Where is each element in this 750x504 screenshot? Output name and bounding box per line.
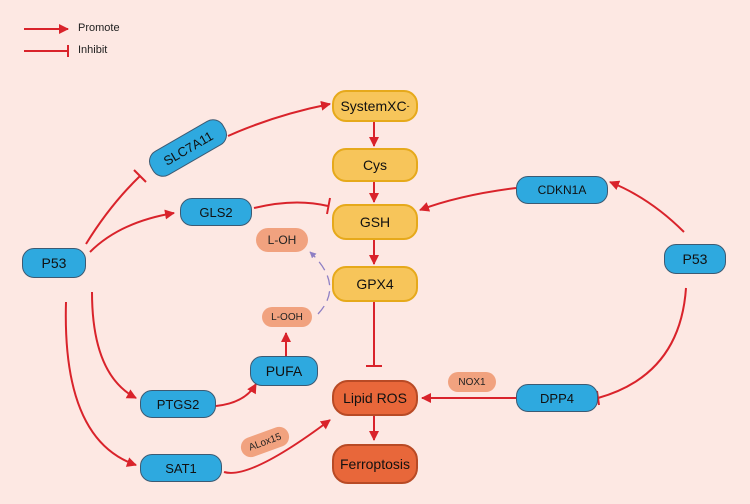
edge-p53-gls2 xyxy=(89,209,175,253)
edge-slc7a11-systemxc xyxy=(227,100,331,137)
node-p53-left: P53 xyxy=(22,248,86,278)
node-l-oh: L-OH xyxy=(256,228,308,252)
node-gls2-label: GLS2 xyxy=(199,204,233,220)
node-ferroptosis: Ferroptosis xyxy=(332,444,418,484)
node-l-ooh: L-OOH xyxy=(262,307,312,327)
edge-sat1-lipidros xyxy=(223,419,331,474)
node-p53-left-label: P53 xyxy=(41,255,67,271)
node-gpx4-label: GPX4 xyxy=(356,276,394,292)
node-ferroptosis-label: Ferroptosis xyxy=(339,456,411,472)
node-gpx4: GPX4 xyxy=(332,266,418,302)
node-pufa: PUFA xyxy=(250,356,318,386)
edge-gls2-gsh-bar xyxy=(326,197,331,215)
node-gls2: GLS2 xyxy=(180,198,252,226)
edge-p53-slc7a11-bar xyxy=(133,169,147,183)
node-sat1: SAT1 xyxy=(140,454,222,482)
node-cys-label: Cys xyxy=(362,157,388,173)
edge-gls2-gsh xyxy=(253,201,329,209)
legend-promote-label: Promote xyxy=(78,22,120,34)
node-gsh: GSH xyxy=(332,204,418,240)
edge-cdkn1a-gsh xyxy=(419,187,517,212)
edge-ptgs2-pufa xyxy=(215,383,257,407)
edge-looh-loh-dashed xyxy=(309,251,331,315)
node-lipid-ros: Lipid ROS xyxy=(332,380,418,416)
node-p53-right: P53 xyxy=(664,244,726,274)
edge-p53-ptgs2 xyxy=(91,291,137,399)
edge-p53-slc7a11 xyxy=(85,175,141,245)
node-cdkn1a: CDKN1A xyxy=(516,176,608,204)
node-systemxc-label: SystemXC xyxy=(340,98,407,114)
node-dpp4-label: DPP4 xyxy=(540,390,574,406)
node-nox1-label: NOX1 xyxy=(458,376,486,388)
node-dpp4: DPP4 xyxy=(516,384,598,412)
node-systemxc-superscript: - xyxy=(406,101,410,111)
node-gsh-label: GSH xyxy=(359,214,391,230)
legend-inhibit-label: Inhibit xyxy=(78,44,108,56)
node-cdkn1a-label: CDKN1A xyxy=(537,183,587,197)
node-cys: Cys xyxy=(332,148,418,182)
node-systemxc: SystemXC- xyxy=(332,90,418,122)
edge-p53r-cdkn1a xyxy=(609,180,685,233)
node-sat1-label: SAT1 xyxy=(165,460,197,476)
node-p53-right-label: P53 xyxy=(682,251,708,267)
node-pufa-label: PUFA xyxy=(265,363,303,379)
node-ptgs2: PTGS2 xyxy=(140,390,216,418)
edge-p53r-dpp4 xyxy=(597,287,687,399)
node-lipid-ros-label: Lipid ROS xyxy=(343,390,407,406)
edge-p53-sat1 xyxy=(64,301,137,467)
node-ptgs2-label: PTGS2 xyxy=(156,396,200,412)
node-l-oh-label: L-OH xyxy=(267,233,297,247)
node-l-ooh-label: L-OOH xyxy=(271,311,303,323)
node-nox1: NOX1 xyxy=(448,372,496,392)
